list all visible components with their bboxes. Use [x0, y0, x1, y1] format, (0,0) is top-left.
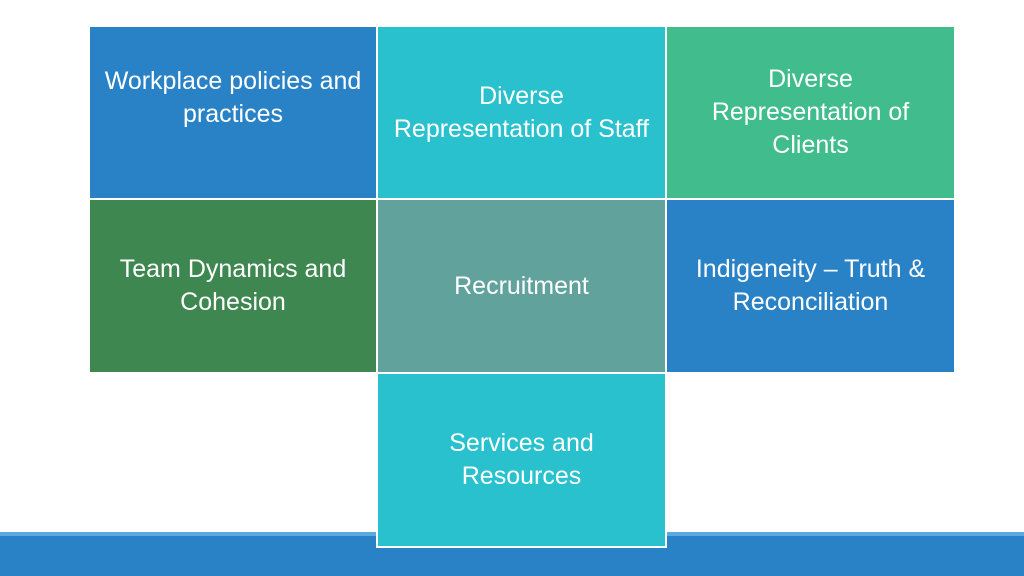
tile-workplace-policies: Workplace policies and practices — [88, 25, 378, 200]
tile-diverse-staff: Diverse Representation of Staff — [376, 25, 667, 200]
tile-label: Workplace policies and practices — [104, 66, 362, 128]
tile-diverse-clients: Diverse Representation of Clients — [665, 25, 956, 200]
tile-label: Diverse Representation of Staff — [393, 81, 650, 143]
tile-services-resources: Services and Resources — [376, 372, 667, 548]
tile-label: Recruitment — [454, 271, 589, 300]
tile-label: Diverse Representation of Clients — [711, 65, 910, 159]
tile-team-dynamics: Team Dynamics and Cohesion — [88, 198, 378, 374]
tile-label: Indigeneity – Truth & Reconciliation — [695, 255, 926, 316]
tile-label: Team Dynamics and Cohesion — [119, 255, 347, 316]
tile-indigeneity: Indigeneity – Truth & Reconciliation — [665, 198, 956, 374]
tile-recruitment: Recruitment — [376, 198, 667, 374]
tile-label: Services and Resources — [449, 429, 594, 490]
